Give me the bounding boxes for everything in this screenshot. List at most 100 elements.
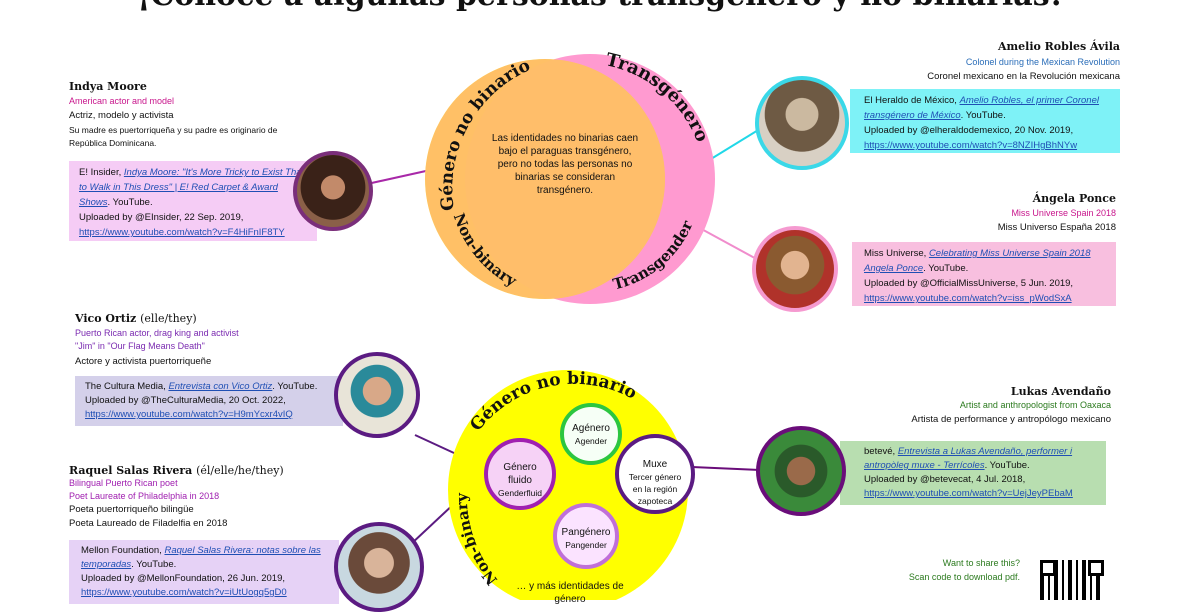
angela-src-post: . YouTube.	[923, 263, 969, 274]
raquel-url-link[interactable]: https://www.youtube.com/watch?v=iUtUogq5…	[81, 587, 287, 598]
lukas-uploaded: Uploaded by @betevecat, 4 Jul. 2018,	[864, 474, 1026, 485]
angela-video-link[interactable]: Celebrating Miss Universe Spain 2018 Ang…	[864, 248, 1091, 274]
muxe-circle	[615, 434, 695, 514]
vico-src-pre: The Cultura Media,	[85, 381, 169, 392]
vico-url-link[interactable]: https://www.youtube.com/watch?v=H9mYcxr4…	[85, 409, 293, 420]
vico-uploaded: Uploaded by @TheCulturaMedia, 20 Oct. 20…	[85, 395, 286, 406]
non-binary-big-circle	[448, 370, 688, 600]
raquel-src-post: . YouTube.	[131, 559, 177, 570]
raquel-uploaded: Uploaded by @MellonFoundation, 26 Jun. 2…	[81, 573, 286, 584]
amelio-uploaded: Uploaded by @elheraldodemexico, 20 Nov. …	[864, 125, 1074, 136]
angela-src-pre: Miss Universe,	[864, 248, 929, 259]
lukas-name: Lukas Avendaño	[1010, 385, 1111, 398]
indya-note: Su madre es puertorriqueña y su padre es…	[69, 124, 309, 150]
lukas-es: Artista de performance y antropólogo mex…	[911, 414, 1111, 425]
angela-name: Ángela Ponce	[1032, 192, 1116, 205]
raquel-en1: Bilingual Puerto Rican poet	[69, 478, 178, 488]
angela-photo	[752, 226, 838, 312]
pangenero-es: Pangénero	[561, 527, 611, 538]
raquel-video-link[interactable]: Raquel Salas Rivera: notas sobre las tem…	[81, 545, 321, 570]
lukas-src-pre: betevé,	[864, 446, 898, 457]
indya-video-link[interactable]: Indya Moore: "It's More Tricky to Exist …	[79, 167, 307, 208]
indya-uploaded: Uploaded by @EInsider, 22 Sep. 2019,	[79, 212, 244, 223]
raquel-name-row: Raquel Salas Rivera (él/elle/he/they)	[69, 464, 284, 477]
raquel-en2: Poet Laureate of Philadelphia in 2018	[69, 491, 220, 501]
agenero-es: Agénero	[572, 423, 610, 434]
muxe-line3: zapoteca	[637, 496, 673, 506]
amelio-name: Amelio Robles Ávila	[997, 40, 1120, 53]
genderfluid-en: Genderfluid	[498, 488, 542, 498]
non-binary-diagram: Género no binario Non-binary	[448, 369, 695, 600]
agender-label: Agénero Agender	[561, 422, 621, 448]
genderfluid-circle	[484, 438, 556, 510]
pangender-en: Pangender	[565, 540, 607, 550]
amelio-src-pre: El Heraldo de México,	[864, 95, 960, 106]
lukas-src-post: . YouTube.	[984, 460, 1030, 471]
indya-source-box: E! Insider, Indya Moore: "It's More Tric…	[69, 161, 317, 241]
amelio-src-post: . YouTube.	[960, 110, 1006, 121]
amelio-photo	[755, 76, 849, 170]
amelio-en: Colonel during the Mexican Revolution	[965, 57, 1120, 67]
share-line1: Want to share this?	[942, 558, 1020, 568]
venn-center-text: Las identidades no binarias caen bajo el…	[491, 133, 639, 196]
vico-pronouns: (elle/they)	[140, 312, 197, 325]
vico-es: Actore y activista puertorriqueñe	[75, 356, 212, 367]
vico-src-post: . YouTube.	[272, 381, 318, 392]
lukas-url-link[interactable]: https://www.youtube.com/watch?v=UejJeyPE…	[864, 488, 1073, 499]
amelio-url-link[interactable]: https://www.youtube.com/watch?v=8NZIHgBh…	[864, 140, 1078, 151]
raquel-photo	[334, 522, 424, 612]
raquel-src-pre: Mellon Foundation,	[81, 545, 165, 556]
raquel-name: Raquel Salas Rivera	[69, 464, 193, 477]
more-identities-line1: … y más identidades de	[516, 581, 624, 592]
raquel-es1: Poeta puertorriqueño bilingüe	[69, 504, 194, 515]
muxe-line2: en la región	[632, 484, 678, 494]
indya-note1: Su madre es puertorriqueña y su padre es…	[69, 125, 278, 135]
raquel-source-box: Mellon Foundation, Raquel Salas Rivera: …	[69, 540, 339, 604]
amelio-source-box: El Heraldo de México, Amelio Robles, el …	[850, 89, 1120, 153]
vico-name: Vico Ortiz	[75, 312, 137, 325]
vico-video-link[interactable]: Entrevista con Vico Ortiz	[168, 381, 273, 392]
lukas-photo	[756, 426, 846, 516]
angela-uploaded: Uploaded by @OfficialMissUniverse, 5 Jun…	[864, 278, 1074, 289]
qr-finder-left	[1040, 560, 1056, 576]
indya-photo	[293, 151, 373, 231]
genero-fluido-es2: fluido	[508, 475, 532, 486]
lukas-source-box: betevé, Entrevista a Lukas Avendaño, per…	[840, 441, 1106, 505]
raquel-pronouns: (él/elle/he/they)	[196, 464, 284, 477]
pangender-label: Pangénero Pangender	[553, 526, 619, 552]
connector-line-angela	[695, 225, 763, 263]
indya-name: Indya Moore	[69, 80, 147, 93]
vico-name-row: Vico Ortiz (elle/they)	[75, 312, 197, 325]
amelio-video-link[interactable]: Amelio Robles, el primer Coronel transgé…	[864, 95, 1099, 121]
angela-es: Miss Universo España 2018	[997, 222, 1116, 233]
vico-photo	[334, 352, 420, 438]
more-identities-text: … y más identidades de género	[505, 580, 635, 606]
vico-source-box: The Cultura Media, Entrevista con Vico O…	[75, 376, 343, 426]
page-title: ¡Conoce a algunas personas transgénero y…	[0, 0, 1200, 13]
share-line2: Scan code to download pdf.	[908, 572, 1020, 582]
amelio-es: Coronel mexicano en la Revolución mexica…	[927, 71, 1120, 82]
lukas-en: Artist and anthropologist from Oaxaca	[959, 400, 1111, 410]
lukas-video-link[interactable]: Entrevista a Lukas Avendaño, performer i…	[864, 446, 1073, 471]
indya-src-post: . YouTube.	[107, 197, 153, 208]
agender-circle	[560, 403, 622, 465]
qr-code[interactable]	[1040, 560, 1104, 600]
qr-finder-right	[1088, 560, 1104, 576]
indya-src-pre: E! Insider,	[79, 167, 124, 178]
pangender-circle	[553, 503, 619, 569]
indya-en: American actor and model	[69, 96, 175, 106]
angela-source-box: Miss Universe, Celebrating Miss Universe…	[852, 242, 1116, 306]
raquel-es2: Poeta Laureado de Filadelfia en 2018	[69, 518, 228, 529]
muxe-label: Muxe Tercer género en la región zapoteca	[620, 459, 690, 507]
indya-note2: República Dominicana.	[69, 138, 157, 148]
genderfluid-label: Género fluido Genderfluid	[486, 461, 554, 500]
indya-es: Actriz, modelo y activista	[69, 110, 174, 121]
muxe-line1: Tercer género	[628, 472, 682, 482]
angela-url-link[interactable]: https://www.youtube.com/watch?v=iss_pWod…	[864, 293, 1072, 304]
angela-en: Miss Universe Spain 2018	[1011, 208, 1116, 218]
genero-fluido-es1: Género	[503, 462, 537, 473]
venn-diagram: Género no binario Transgénero Non-binary…	[425, 49, 715, 304]
connector-line-lukas	[691, 466, 761, 471]
indya-url-link[interactable]: https://www.youtube.com/watch?v=F4HiFnIF…	[79, 227, 285, 238]
